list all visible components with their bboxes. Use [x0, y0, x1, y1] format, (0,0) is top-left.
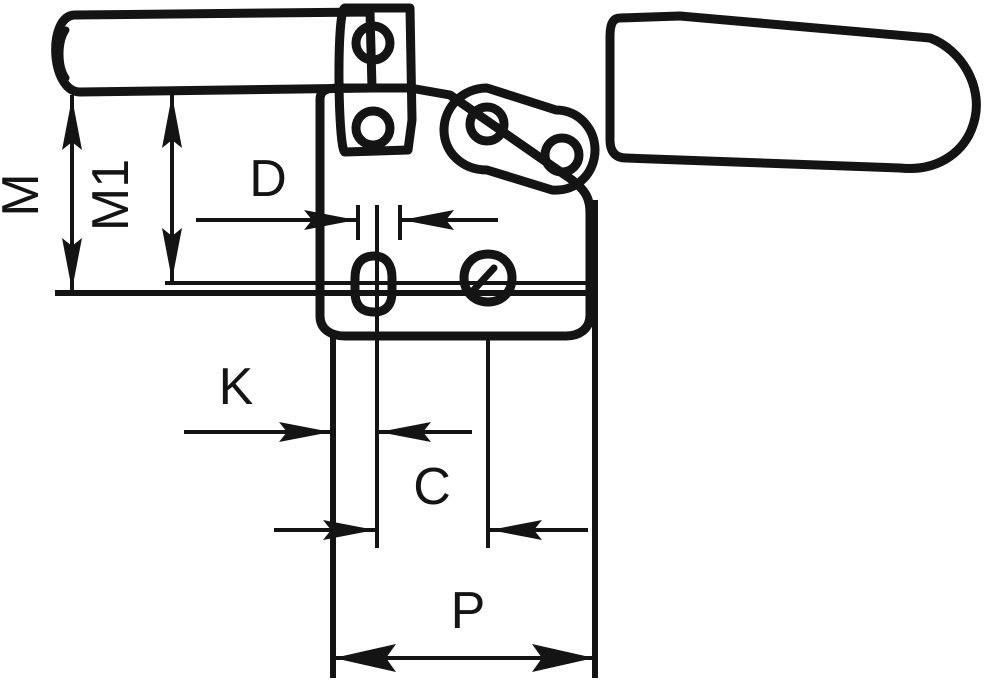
pivot-hole-upper [351, 21, 395, 65]
dimension-M1: M1 [82, 92, 182, 282]
toggle-link [439, 83, 600, 195]
arrow-right-c [323, 520, 375, 540]
clamping-bar [51, 7, 377, 97]
arrow-left-c [490, 520, 542, 540]
mount-slot-left [350, 251, 397, 317]
pivot-hole-lower [351, 106, 395, 150]
arrow-up-m [62, 98, 82, 150]
arrow-right-p [532, 644, 594, 672]
arrow-down-m1 [162, 228, 182, 280]
dim-label-M: M [0, 173, 50, 216]
arrow-right-k [279, 422, 331, 442]
link-hole-right [540, 133, 584, 177]
arrow-up-m1 [162, 95, 182, 148]
arrow-left-k [379, 422, 431, 442]
dim-label-M1: M1 [82, 159, 140, 231]
dimension-K: K [184, 358, 472, 442]
dimension-C: C [274, 458, 588, 540]
dim-label-D: D [249, 150, 287, 208]
arrow-left-p [334, 644, 396, 672]
arrow-left-d [402, 210, 454, 230]
arrow-down-m [62, 238, 82, 290]
bracket-upper-arm [334, 3, 417, 157]
dimension-M: M [0, 95, 82, 292]
link-hole-left [465, 102, 509, 146]
ext-line-top-ref [71, 85, 373, 95]
spindle-end [56, 26, 70, 82]
handle [605, 11, 981, 173]
dimension-P: P [333, 582, 595, 672]
dim-label-K: K [219, 358, 254, 416]
dim-label-C: C [413, 458, 451, 516]
dimension-D: D [196, 150, 498, 230]
dim-label-P: P [451, 582, 486, 640]
arrow-right-d [304, 210, 356, 230]
